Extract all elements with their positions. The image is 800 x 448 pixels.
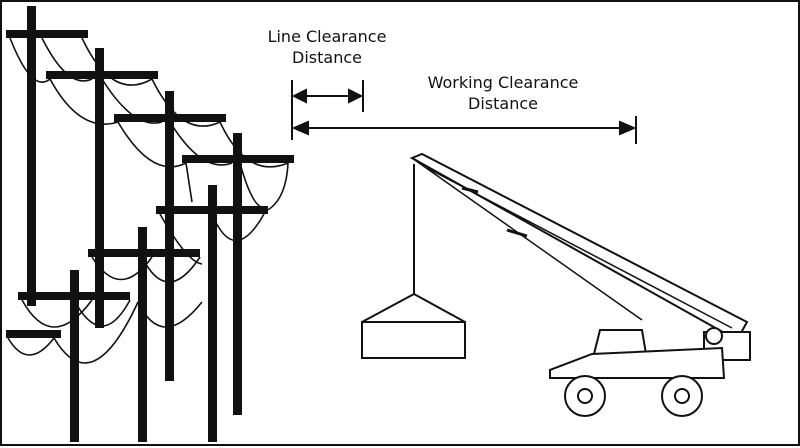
crane-chassis	[549, 346, 726, 379]
working-clearance-label-line2: Distance	[468, 94, 538, 113]
utility-pole	[18, 270, 130, 442]
utility-pole	[182, 133, 294, 415]
utility-pole	[156, 185, 268, 442]
suspended-load	[361, 321, 466, 359]
power-poles	[6, 6, 294, 442]
working-clearance-label: Working Clearance Distance	[388, 72, 618, 114]
load-rigging	[361, 292, 466, 323]
utility-pole	[114, 91, 226, 381]
line-clearance-label-line1: Line Clearance	[267, 27, 387, 46]
crane-cab	[592, 329, 648, 355]
working-clearance-label-line1: Working Clearance	[427, 73, 579, 92]
line-clearance-label: Line Clearance Distance	[238, 26, 416, 68]
utility-pole	[46, 48, 158, 328]
utility-pole	[6, 330, 61, 338]
utility-pole	[88, 227, 200, 442]
utility-pole	[6, 6, 88, 306]
dimension-arrows	[291, 80, 637, 144]
crane-boom	[409, 152, 749, 342]
crane-truck	[361, 152, 751, 417]
line-clearance-label-line2: Distance	[292, 48, 362, 67]
power-lines	[7, 37, 289, 364]
